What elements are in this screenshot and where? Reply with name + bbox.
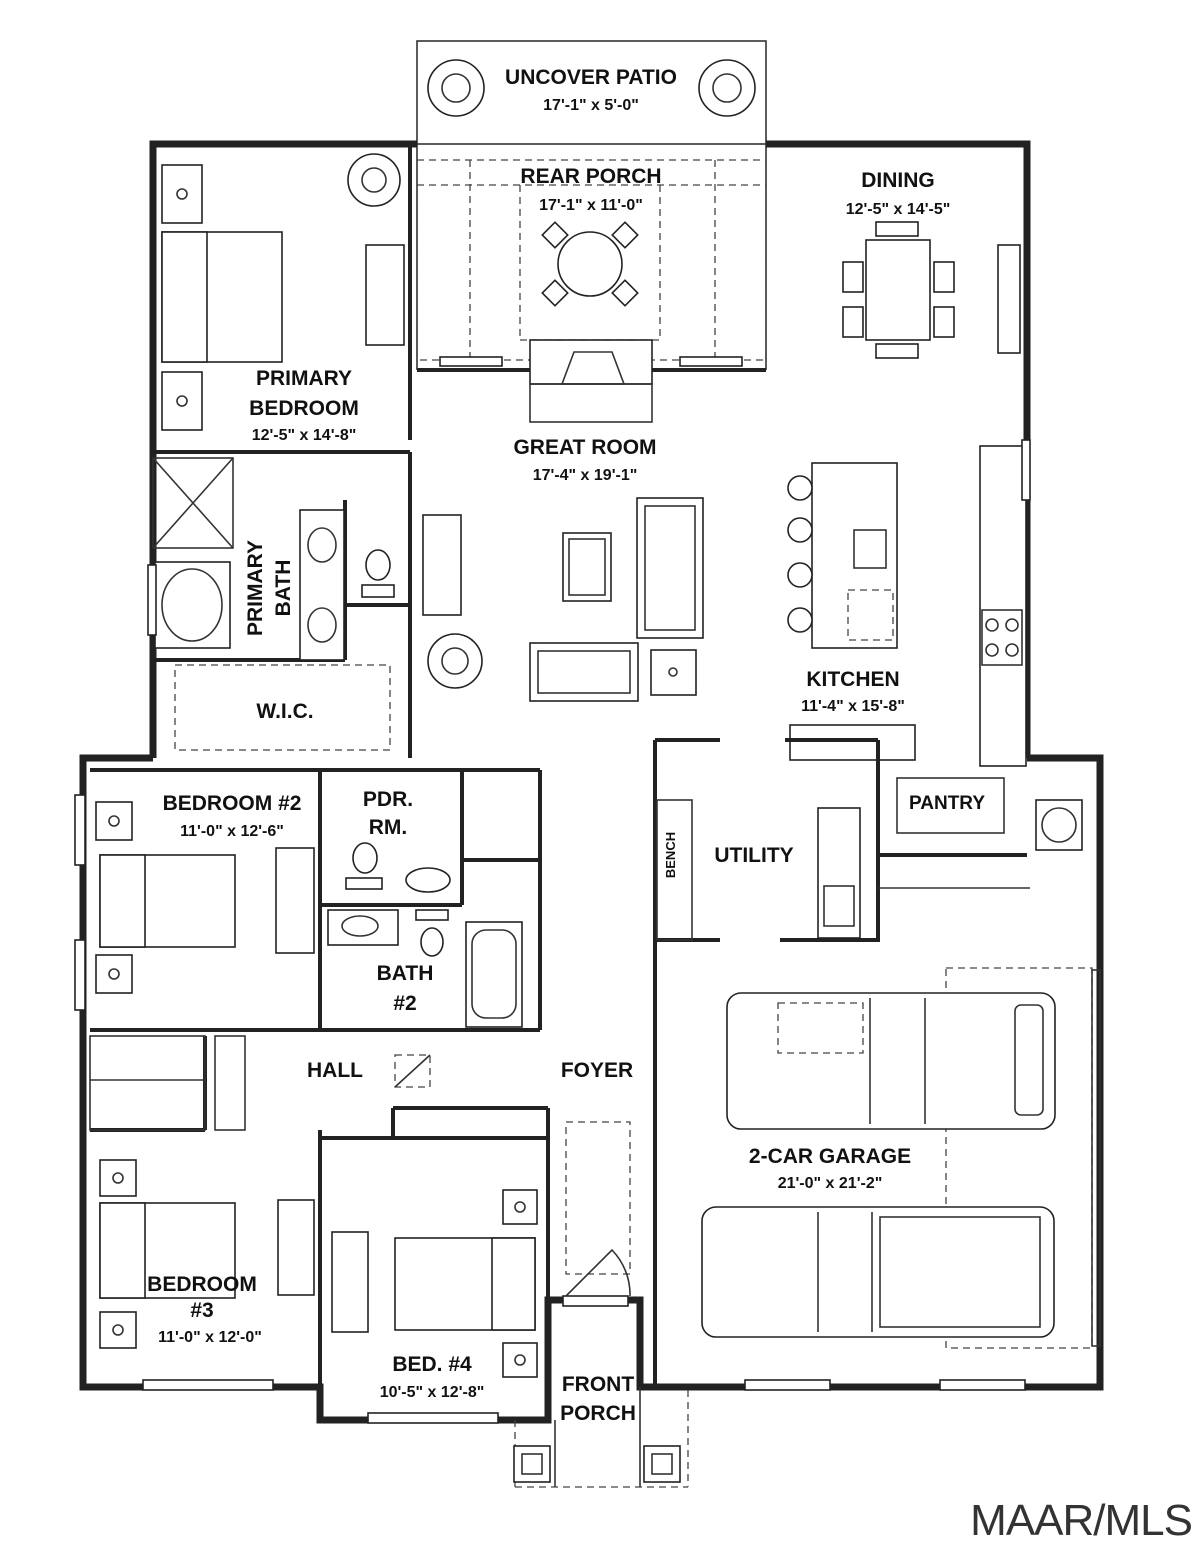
front-porch-label-2: PORCH bbox=[560, 1402, 636, 1425]
primary-dresser bbox=[365, 244, 405, 346]
end-table bbox=[650, 649, 697, 696]
primary-suite-walls bbox=[152, 144, 412, 758]
water-heater bbox=[1035, 799, 1083, 851]
patio-chair-left bbox=[427, 59, 485, 117]
kitchen-island bbox=[787, 462, 898, 649]
garage-dim: 21'-0" x 21'-2" bbox=[778, 1175, 883, 1192]
bath2-label-1: BATH bbox=[377, 962, 434, 985]
bed4-label: BED. #4 bbox=[392, 1353, 472, 1376]
pdr-rm-fixtures bbox=[345, 842, 451, 893]
hall-closets bbox=[89, 1035, 431, 1131]
front-door bbox=[562, 1248, 631, 1307]
front-porch-label-1: FRONT bbox=[562, 1373, 634, 1396]
garage-label: 2-CAR GARAGE bbox=[749, 1145, 911, 1168]
primary-bath-label-1: PRIMARY bbox=[244, 540, 267, 636]
bedroom-wing-walls bbox=[90, 768, 550, 1387]
kitchen-counter bbox=[979, 445, 1027, 767]
wic-shelves bbox=[174, 664, 391, 751]
bath2-fixtures bbox=[327, 909, 523, 1028]
great-room-loveseat bbox=[529, 642, 639, 702]
primary-vanity bbox=[299, 509, 345, 661]
bedroom-chair bbox=[347, 153, 401, 207]
primary-bed bbox=[161, 164, 283, 431]
watermark: MAAR/MLS bbox=[970, 1496, 1192, 1545]
utility-walls bbox=[653, 738, 1030, 942]
primary-bedroom-dim: 12'-5" x 14'-8" bbox=[252, 427, 357, 444]
rear-porch-dim: 17'-1" x 11'-0" bbox=[539, 197, 643, 214]
great-room-dim: 17'-4" x 19'-1" bbox=[533, 467, 638, 484]
uncover-patio-label: UNCOVER PATIO bbox=[505, 66, 677, 89]
foyer-rug bbox=[565, 1121, 631, 1275]
windows bbox=[74, 356, 1031, 1424]
kitchen-label: KITCHEN bbox=[806, 668, 899, 691]
garage-vehicle-lower bbox=[701, 1206, 1055, 1338]
dining-label: DINING bbox=[861, 169, 935, 192]
pantry-label: PANTRY bbox=[909, 793, 985, 814]
utility-label: UTILITY bbox=[714, 844, 793, 867]
wic-label: W.I.C. bbox=[256, 700, 313, 723]
bench-label: BENCH bbox=[663, 832, 678, 878]
front-porch-area bbox=[513, 1387, 689, 1488]
great-room-sofa bbox=[636, 497, 704, 639]
coffee-table bbox=[562, 532, 612, 602]
dining-table bbox=[842, 221, 955, 359]
bedroom3-label-1: BEDROOM bbox=[147, 1273, 257, 1296]
rear-porch-table bbox=[541, 221, 639, 307]
primary-bedroom-label-2: BEDROOM bbox=[249, 397, 359, 420]
kitchen-peninsula bbox=[789, 724, 916, 761]
hall-label: HALL bbox=[307, 1059, 363, 1082]
primary-bath-label-2: BATH bbox=[272, 560, 295, 617]
dining-dim: 12'-5" x 14'-5" bbox=[846, 201, 951, 218]
uncover-patio-dim: 17'-1" x 5'-0" bbox=[543, 97, 639, 114]
patio-chair-right bbox=[698, 59, 756, 117]
primary-tub bbox=[154, 561, 231, 649]
great-room-console bbox=[422, 514, 462, 616]
bedroom2-dim: 11'-0" x 12'-6" bbox=[180, 823, 284, 840]
foyer-label: FOYER bbox=[561, 1059, 633, 1082]
bedroom3-bed bbox=[99, 1159, 315, 1349]
bath2-label-2: #2 bbox=[393, 992, 416, 1015]
bedroom3-label-2: #3 bbox=[190, 1299, 213, 1322]
fireplace bbox=[529, 339, 653, 423]
pdr-rm-label-2: RM. bbox=[369, 816, 408, 839]
bedroom2-bed bbox=[95, 801, 315, 994]
dining-buffet bbox=[997, 244, 1021, 354]
great-room-label: GREAT ROOM bbox=[513, 436, 656, 459]
bedroom3-dim: 11'-0" x 12'-0" bbox=[158, 1329, 262, 1346]
bed4-bed bbox=[331, 1189, 538, 1378]
bedroom2-label: BEDROOM #2 bbox=[163, 792, 302, 815]
garage-vehicle-upper bbox=[726, 992, 1056, 1130]
uncover-patio-area bbox=[416, 40, 767, 145]
kitchen-dim: 11'-4" x 15'-8" bbox=[801, 698, 905, 715]
pdr-rm-label-1: PDR. bbox=[363, 788, 413, 811]
primary-bedroom-label-1: PRIMARY bbox=[256, 367, 352, 390]
great-room-chair bbox=[427, 633, 483, 689]
garage-area bbox=[653, 940, 1101, 1387]
primary-toilet bbox=[361, 549, 395, 598]
bed4-dim: 10'-5" x 12'-8" bbox=[380, 1384, 485, 1401]
rear-porch-label: REAR PORCH bbox=[520, 165, 661, 188]
